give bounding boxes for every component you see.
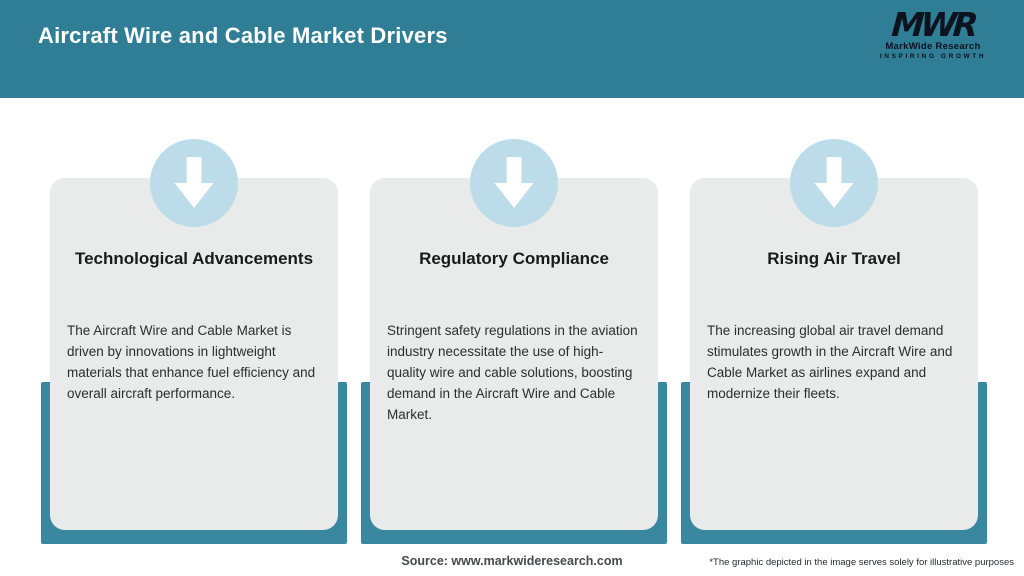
down-arrow-icon xyxy=(488,152,540,214)
disclaimer-text: *The graphic depicted in the image serve… xyxy=(709,557,1014,568)
card-panel: Technological Advancements The Aircraft … xyxy=(50,178,338,530)
logo-tagline: INSPIRING GROWTH xyxy=(879,52,987,60)
logo-monogram: MWR xyxy=(890,5,976,44)
driver-card-rising-air-travel: Rising Air Travel The increasing global … xyxy=(681,139,987,545)
card-panel: Regulatory Compliance Stringent safety r… xyxy=(370,178,658,530)
icon-circle xyxy=(150,139,238,227)
down-arrow-icon xyxy=(168,152,220,214)
logo-name: MarkWide Research xyxy=(885,40,981,52)
icon-circle xyxy=(790,139,878,227)
card-title: Rising Air Travel xyxy=(767,249,901,268)
markwide-research-logo: MWR MarkWide Research INSPIRING GROWTH xyxy=(868,5,998,60)
page-title: Aircraft Wire and Cable Market Drivers xyxy=(38,23,448,48)
down-arrow-icon xyxy=(808,152,860,214)
card-description: The increasing global air travel demand … xyxy=(707,323,953,401)
card-description: The Aircraft Wire and Cable Market is dr… xyxy=(67,323,316,401)
icon-circle xyxy=(470,139,558,227)
driver-card-regulatory-compliance: Regulatory Compliance Stringent safety r… xyxy=(361,139,667,545)
header-bar: Aircraft Wire and Cable Market Drivers M… xyxy=(0,0,1024,98)
card-title: Regulatory Compliance xyxy=(419,249,609,268)
source-text: Source: www.markwideresearch.com xyxy=(401,554,623,568)
card-description: Stringent safety regulations in the avia… xyxy=(387,323,638,422)
driver-card-technological-advancements: Technological Advancements The Aircraft … xyxy=(41,139,347,545)
card-panel: Rising Air Travel The increasing global … xyxy=(690,178,978,530)
card-title: Technological Advancements xyxy=(74,249,314,268)
